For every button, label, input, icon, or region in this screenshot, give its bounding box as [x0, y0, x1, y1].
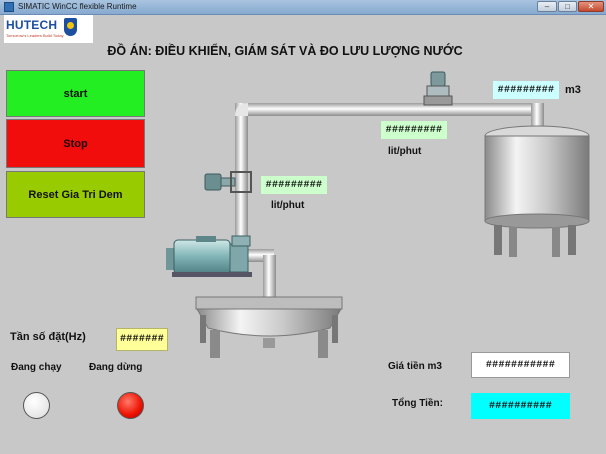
price-label: Giá tiền m3 [388, 361, 442, 372]
storage-tank-icon [484, 125, 590, 257]
running-label: Đang chạy [11, 362, 62, 373]
reset-counter-button[interactable]: Reset Gia Tri Dem [6, 171, 145, 218]
running-indicator-icon [23, 392, 50, 419]
logo-tagline: Tomorrow's Leaders Build Today [6, 33, 64, 38]
frequency-input[interactable]: ####### [116, 328, 168, 351]
pipe-flow-unit: lit/phut [388, 146, 422, 157]
shield-icon [64, 18, 77, 36]
maximize-button[interactable]: □ [558, 1, 577, 12]
minimize-button[interactable]: – [537, 1, 557, 12]
stop-button[interactable]: Stop [6, 119, 145, 168]
water-basin-icon [195, 296, 343, 358]
wincc-app-icon [4, 2, 14, 12]
tank-volume-unit: m3 [565, 84, 581, 96]
window-title: SIMATIC WinCC flexible Runtime [18, 2, 137, 11]
close-button[interactable]: ✕ [578, 1, 604, 12]
title-bar: SIMATIC WinCC flexible Runtime – □ ✕ [0, 0, 606, 15]
flow-meter-2-icon [423, 71, 453, 106]
price-input[interactable]: ########### [471, 352, 570, 378]
frequency-label: Tần số đặt(Hz) [10, 331, 86, 343]
hutech-logo: HUTECH Tomorrow's Leaders Build Today [4, 15, 93, 43]
page-title: ĐỒ ÁN: ĐIỀU KHIỂN, GIÁM SÁT VÀ ĐO LƯU LƯ… [107, 44, 463, 58]
total-label: Tổng Tiền: [392, 398, 443, 409]
flow-meter-1-icon [204, 171, 252, 193]
pump-flow-display: ######### [261, 176, 327, 194]
total-display: ########## [471, 393, 570, 419]
logo-name: HUTECH [6, 18, 58, 32]
tank-volume-display: ######### [493, 81, 559, 99]
pump-motor-icon [166, 235, 252, 277]
pump-flow-unit: lit/phut [271, 200, 305, 211]
start-button[interactable]: start [6, 70, 145, 117]
stopped-label: Đang dừng [89, 362, 143, 373]
stopped-indicator-icon [117, 392, 144, 419]
main-pipe [235, 103, 544, 300]
pipe-flow-display: ######### [381, 121, 447, 139]
